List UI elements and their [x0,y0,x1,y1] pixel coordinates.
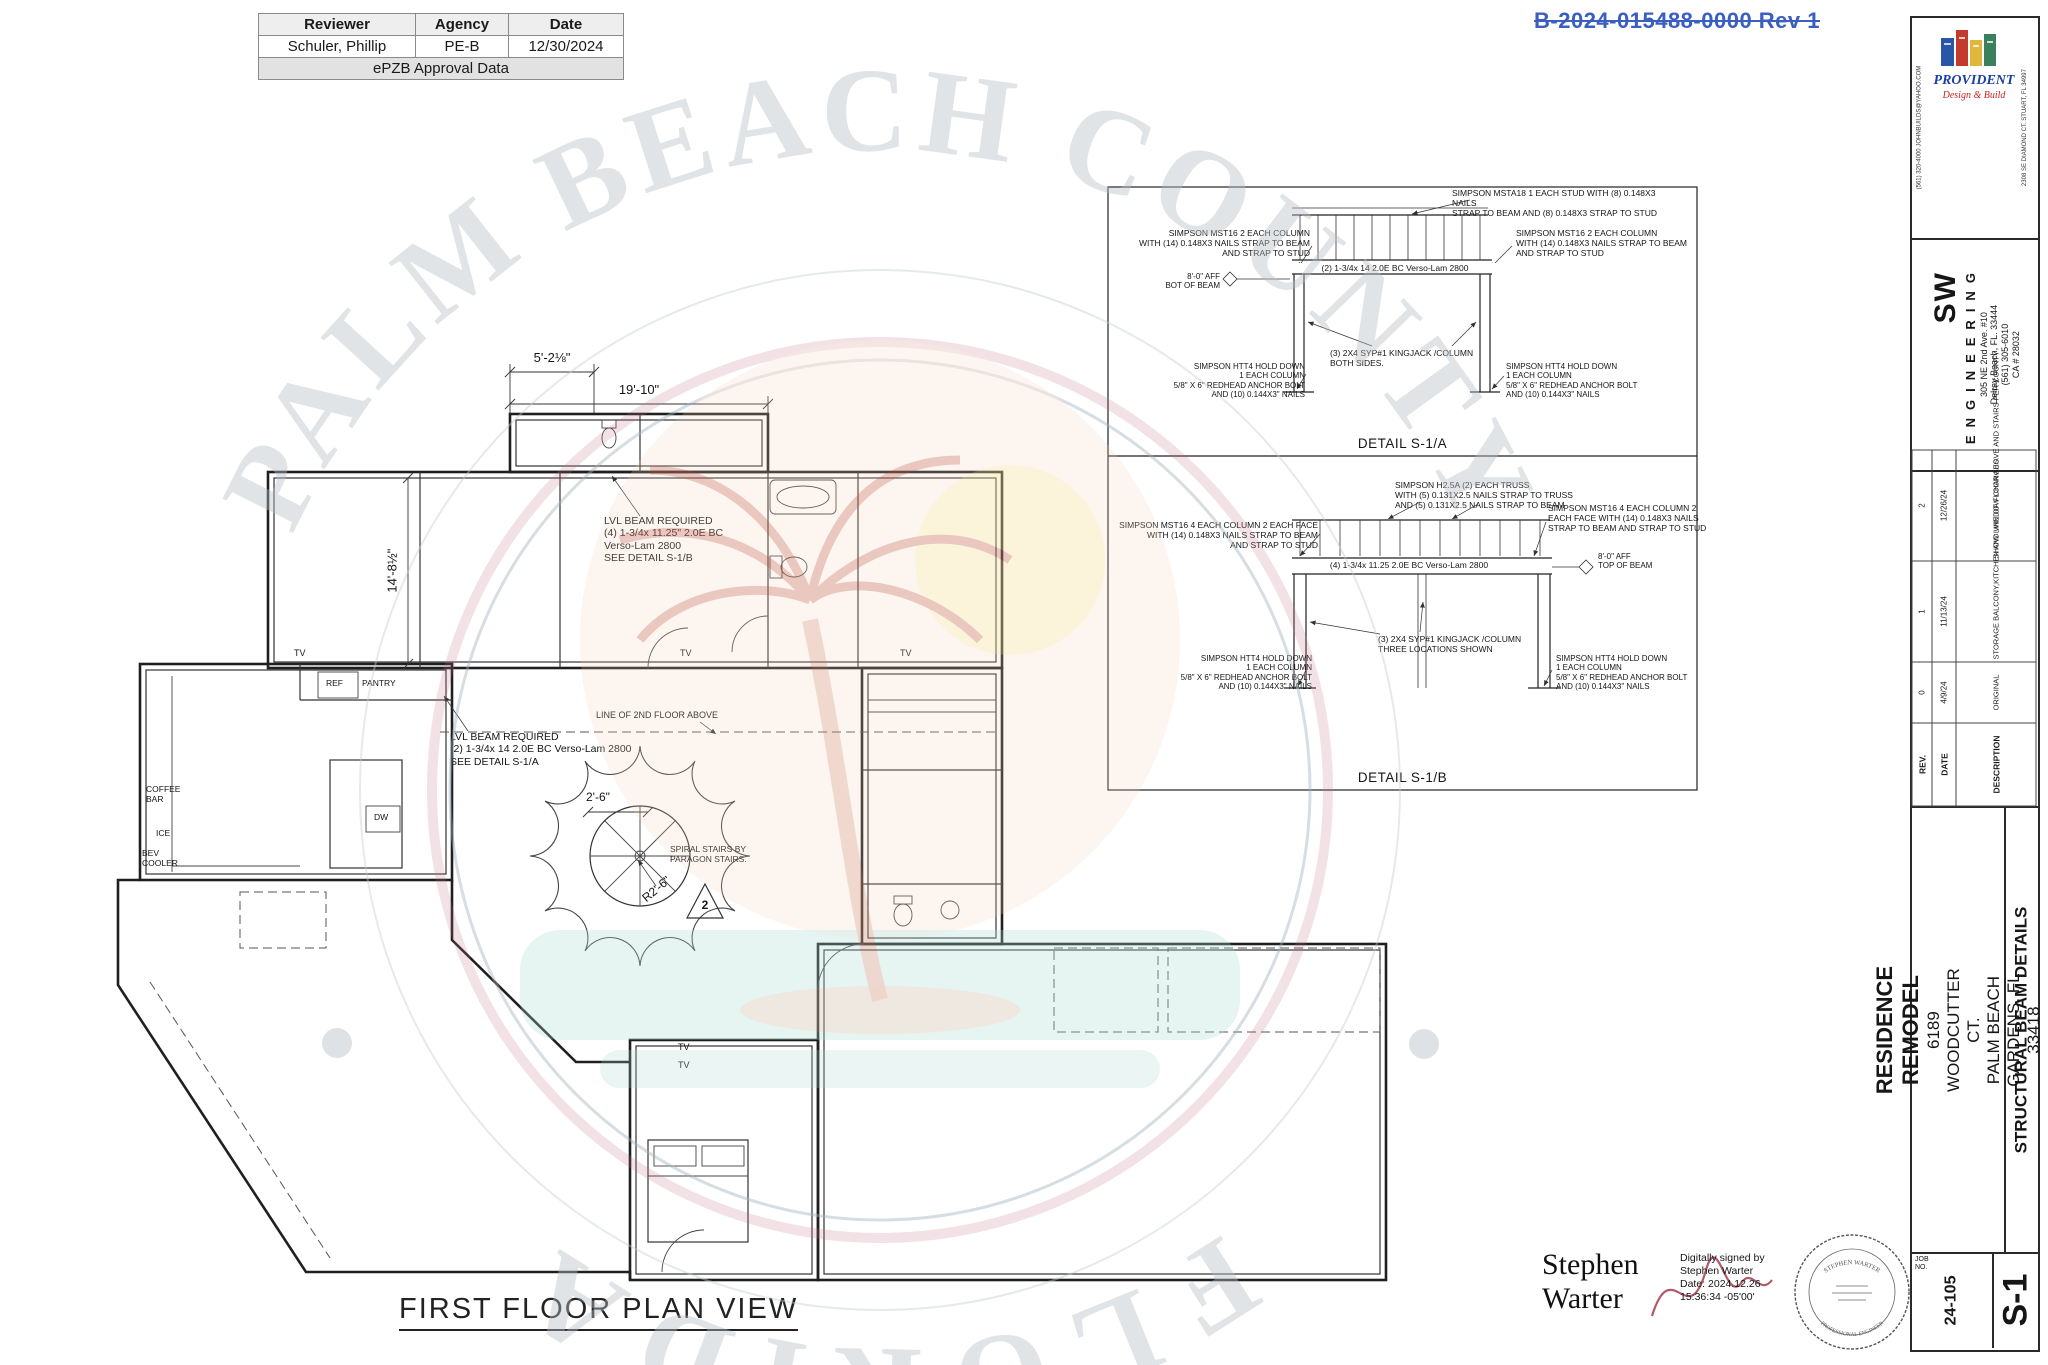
approval-date: 12/30/2024 [508,35,624,58]
rev-header: REV. [1912,722,1932,806]
detail-a-holddown-right: SIMPSON HTT4 HOLD DOWN 1 EACH COLUMN 5/8… [1506,362,1638,400]
detail-a-aff-note: 8'-0" AFF BOT OF BEAM [1165,272,1220,291]
rev-2-description: SHOW LINE OF FLOOR ABOVE AND STAIRS PER … [1956,351,2036,561]
signature-scribble [1650,1256,1773,1317]
signature-name: Stephen Warter [1542,1248,1639,1315]
detail-b-aff-note: 8'-0" AFF TOP OF BEAM [1598,552,1653,571]
label-pantry: PANTRY [362,678,396,688]
approval-stamp: Reviewer Agency Date Schuler, Phillip PE… [258,13,624,80]
sw-ca-number: CA # 28032 [2009,331,2020,379]
signature-statement: Digitally signed by Stephen Warter Date:… [1680,1252,1765,1304]
detail-b-note-left: SIMPSON MST16 4 EACH COLUMN 2 EACH FACE … [1119,520,1318,551]
revision-table-block: REV. 0 1 2 DATE 4/9/24 11/13/24 12/26/24… [1912,351,2036,806]
label-dw: DW [374,812,389,822]
sw-name: ENGINEERING [1962,265,1978,445]
label-tv-3: TV [900,648,912,658]
detail-a-note-right: SIMPSON MST16 2 EACH COLUMN WITH (14) 0.… [1516,228,1688,259]
detail-a-holddown-left: SIMPSON HTT4 HOLD DOWN 1 EACH COLUMN 5/8… [1173,362,1305,400]
spiral-stairs-note: SPIRAL STAIRS BY PARAGON STAIRS. [670,844,747,865]
rev-0-date: 4/9/24 [1932,661,1956,723]
rev-2-date: 12/26/24 [1932,449,1956,561]
job-number-label: JOB NO. [1915,1256,1929,1272]
detail-b-note-right: SIMPSON MST16 4 EACH COLUMN 2 EACH FACE … [1548,503,1707,534]
label-ice: ICE [156,828,171,838]
project-address: 6189 WOODCUTTER CT. [1923,968,1983,1092]
rev-0-number: 0 [1912,661,1932,723]
approval-caption: ePZB Approval Data [258,57,624,80]
detail-b-kingjack-note: (3) 2X4 SYP#1 KINGJACK /COLUMN THREE LOC… [1378,634,1522,655]
detail-b-note-top: SIMPSON H2.5A (2) EACH TRUSS WITH (5) 0.… [1395,480,1573,511]
detail-a-title: DETAIL S-1/A [1357,436,1448,451]
plan-title: FIRST FLOOR PLAN VIEW [399,1292,799,1332]
sw-engineering-block: SW ENGINEERING 305 NE 2nd Ave. #10 Delra… [1912,240,2036,470]
provident-tagline: Design & Build [1942,89,2006,101]
label-tv-2: TV [680,648,692,658]
label-ref: REF [326,678,343,688]
sheet-number: S-1 [1995,1273,2034,1327]
rev-2-number: 2 [1912,449,1932,561]
detail-b-beam-label: (4) 1-3/4x 11.25 2.0E BC Verso-Lam 2800 [1294,560,1524,571]
job-number: 24-105 [1942,1275,1960,1325]
rev-1-description: STORAGE BALCONY,KITCHEN AND WINDOW CHANG… [1956,457,2036,662]
sw-logo: SW [1928,271,1962,324]
detail-b-holddown-right: SIMPSON HTT4 HOLD DOWN 1 EACH COLUMN 5/8… [1556,654,1688,692]
label-tv-1: TV [294,648,306,658]
dim-2-6: 2'-6" [586,790,610,804]
label-bev-cooler: BEV COOLER [142,848,178,869]
detail-a-note-left: SIMPSON MST16 2 EACH COLUMN WITH (14) 0.… [1138,228,1310,259]
label-tv-4: TV [678,1042,690,1052]
detail-b-title: DETAIL S-1/B [1357,770,1448,785]
label-tv-5: TV [678,1060,690,1070]
approval-header-reviewer: Reviewer [258,13,416,36]
approval-header-date: Date [508,13,624,36]
detail-a-note-top: SIMPSON MSTA18 1 EACH STUD WITH (8) 0.14… [1452,188,1658,219]
dim-5-2: 5'-2⅛" [533,350,571,365]
project-info-block: RESIDENCE REMODEL 6189 WOODCUTTER CT. PA… [1872,808,2043,1252]
detail-b-holddown-left: SIMPSON HTT4 HOLD DOWN 1 EACH COLUMN 5/8… [1180,654,1312,692]
provident-logo-block: PROVIDENT Design & Build [1912,18,2036,236]
permit-number: B-2024-015488-0000 Rev 1 [1534,8,1820,33]
dim-r2-6: R2'-6" [639,873,674,905]
second-floor-line-note: LINE OF 2ND FLOOR ABOVE [596,710,719,720]
date-header: DATE [1932,722,1956,806]
sw-phone: (561) 305-6010 [1999,324,2010,386]
floor-plan-fixtures [149,419,1381,1273]
approval-agency: PE-B [415,35,509,58]
provident-contact: (561) 320-4000 JOHNBUILDS@YAHOO.COM [1916,66,1923,190]
lvl-beam-note-b: LVL BEAM REQUIRED (4) 1-3/4x 11.25" 2.0E… [604,515,724,565]
sheet-title-block: STRUCTURAL BEAM DETAILS [2006,808,2036,1252]
dim-19-10: 19'-10" [618,382,660,397]
floor-plan-dimensions [402,364,774,887]
dim-14-8: 14'-8½" [384,549,400,593]
project-name: RESIDENCE REMODEL [1871,965,1923,1095]
detail-a-kingjack-note: (3) 2X4 SYP#1 KINGJACK /COLUMN BOTH SIDE… [1330,348,1474,369]
rev-1-date: 11/13/24 [1932,560,1956,662]
lvl-beam-note-a: LVL BEAM REQUIRED (2) 1-3/4x 14 2.0E BC … [450,731,632,768]
approval-header-agency: Agency [415,13,509,36]
provident-name: PROVIDENT [1933,73,2015,88]
provident-buildings-icon [1941,30,1996,66]
description-header: DESCRIPTION [1956,722,2036,806]
provident-address: 2308 SE DIAMOND CT. STUART, FL 34997 [2022,69,2029,187]
detail-drawings [1107,186,1698,791]
sheet-title: STRUCTURAL BEAM DETAILS [2010,906,2030,1154]
rev-1-number: 1 [1912,560,1932,662]
floor-plan-walls [116,412,1388,1282]
label-coffee-bar: COFFEE BAR [146,784,181,805]
detail-bubble-number: 2 [701,898,709,912]
rev-0-description: ORIGINAL [1956,661,2036,723]
approval-reviewer: Schuler, Phillip [258,35,416,58]
sw-address-1: 305 NE 2nd Ave. #10 [1978,312,1989,398]
detail-a-beam-label: (2) 1-3/4x 14 2.0E BC Verso-Lam 2800 [1290,263,1500,274]
